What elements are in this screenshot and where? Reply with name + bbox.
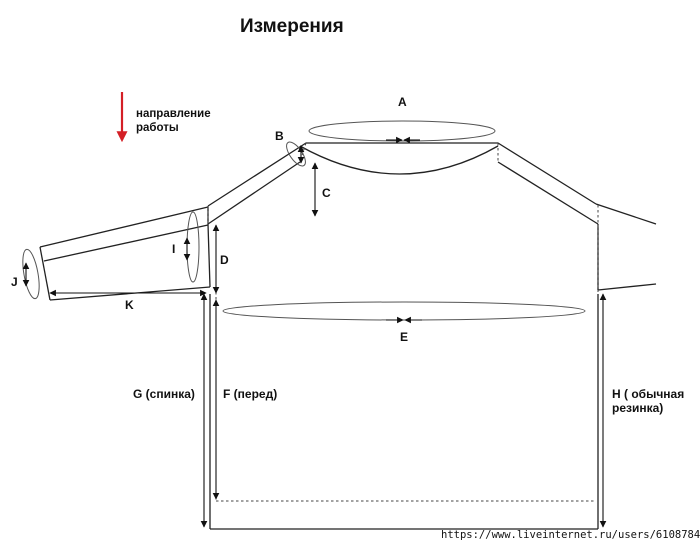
measure-a-ellipse xyxy=(308,120,496,142)
label-h-line2: резинка) xyxy=(612,401,663,415)
direction-label-line1: направление xyxy=(136,108,211,120)
label-j: J xyxy=(11,275,18,289)
measure-e-ellipse xyxy=(222,301,586,321)
label-a: A xyxy=(398,95,407,109)
label-c: C xyxy=(322,186,331,200)
label-i: I xyxy=(172,242,175,256)
direction-label-line2: работы xyxy=(136,122,179,134)
measure-i-ellipse xyxy=(186,211,200,283)
sweater-outline xyxy=(39,142,657,530)
label-g: G (спинка) xyxy=(133,387,195,401)
dashed-guides xyxy=(207,142,599,502)
label-k: K xyxy=(125,298,134,312)
label-b: B xyxy=(275,129,284,143)
label-f: F (перед) xyxy=(223,387,277,401)
label-e: E xyxy=(400,330,408,344)
label-h-line1: H ( обычная xyxy=(612,387,684,401)
measure-j-ellipse xyxy=(22,248,40,300)
source-url[interactable]: https://www.liveinternet.ru/users/610878… xyxy=(441,529,700,541)
diagram-title: Измерения xyxy=(240,16,344,37)
label-d: D xyxy=(220,253,229,267)
